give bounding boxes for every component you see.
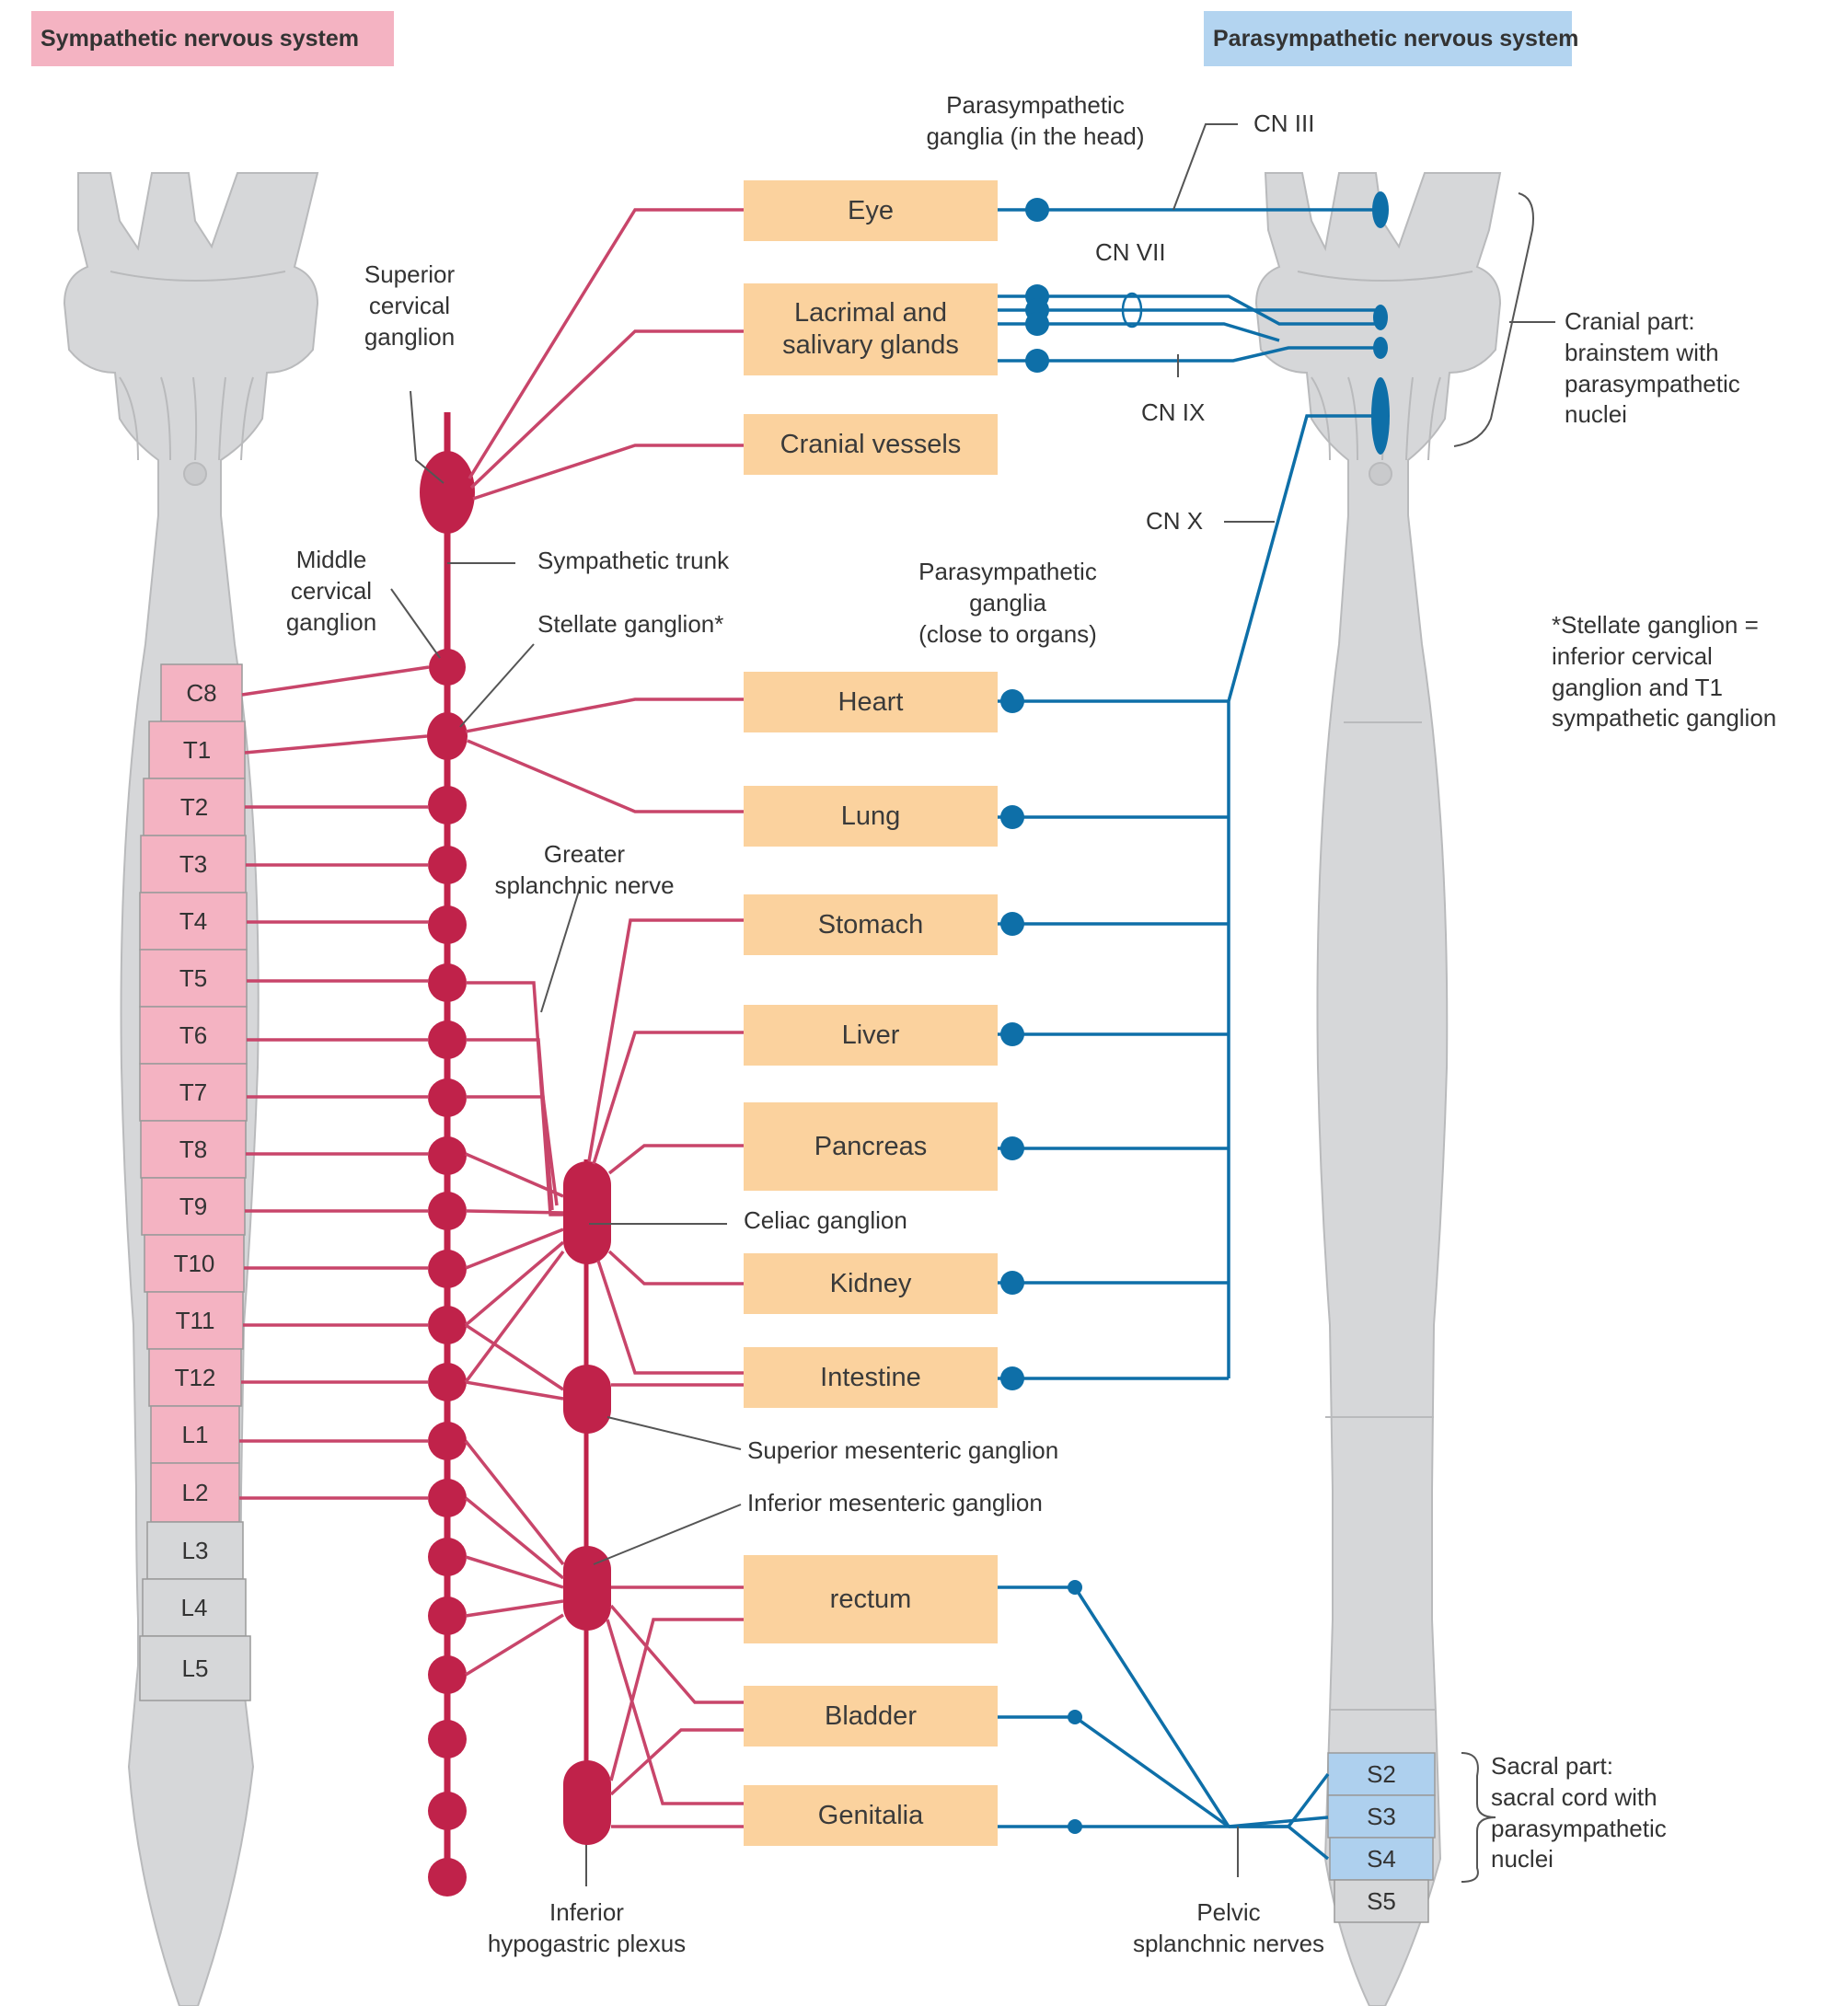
segment-label-t3: T3: [141, 836, 246, 893]
label-cn-ix: CN IX: [1141, 398, 1205, 429]
segment-label-t2: T2: [144, 778, 245, 836]
inferior-hypogastric-plexus: [563, 1760, 611, 1845]
organ-cranial-vessels: Cranial vessels: [744, 414, 998, 475]
segment-label-t5: T5: [140, 950, 247, 1007]
label-cranial-part-line-1: Cranial part:: [1565, 306, 1740, 338]
segment-label-s2: S2: [1328, 1753, 1435, 1795]
segment-label-s4: S4: [1330, 1838, 1433, 1880]
organ-genitalia: Genitalia: [744, 1785, 998, 1846]
label-para-ganglia-organs: Parasympathetic ganglia (close to organs…: [884, 557, 1132, 650]
label-pelvic-splanchnic-nerves: Pelvic splanchnic nerves: [1109, 1897, 1348, 1960]
label-sacral-part-line-4: nuclei: [1491, 1844, 1667, 1875]
sympathetic-nerves: [239, 210, 744, 1827]
label-para-ganglia-head: Parasympathetic ganglia (in the head): [897, 90, 1173, 153]
celiac-ganglion: [563, 1161, 611, 1264]
label-celiac-ganglion: Celiac ganglion: [744, 1205, 907, 1237]
label-cn-vii: CN VII: [1095, 237, 1166, 269]
segment-label-l4: L4: [143, 1579, 246, 1636]
label-pelvic-splanchnic-line-2: splanchnic nerves: [1109, 1929, 1348, 1960]
organ-rectum: rectum: [744, 1555, 998, 1643]
label-inferior-hypogastric-plexus: Inferior hypogastric plexus: [465, 1897, 709, 1960]
segment-label-t1: T1: [149, 721, 245, 778]
label-sacral-part-line-3: parasympathetic: [1491, 1814, 1667, 1845]
segment-label-t10: T10: [144, 1235, 244, 1292]
label-stellate-note-line-1: *Stellate ganglion =: [1552, 610, 1776, 641]
organ-stomach: Stomach: [744, 894, 998, 955]
segment-label-t12: T12: [149, 1349, 241, 1406]
label-greater-splanchnic-line-2: splanchnic nerve: [479, 870, 690, 902]
inferior-mesenteric-ganglion: [563, 1546, 611, 1631]
label-greater-splanchnic-line-1: Greater: [479, 839, 690, 870]
label-inferior-hypogastric-line-1: Inferior: [465, 1897, 709, 1929]
segment-label-t4: T4: [140, 893, 247, 950]
label-inferior-mesenteric-ganglion: Inferior mesenteric ganglion: [747, 1488, 1043, 1519]
organ-lung: Lung: [744, 786, 998, 847]
organ-lacrimal-line-1: Lacrimal and: [794, 297, 947, 329]
label-pelvic-splanchnic-line-1: Pelvic: [1109, 1897, 1348, 1929]
label-superior-cervical-line-3: ganglion: [341, 322, 479, 353]
organ-bladder: Bladder: [744, 1686, 998, 1747]
segment-label-s5: S5: [1334, 1880, 1428, 1922]
label-middle-cervical-line-2: cervical: [262, 576, 400, 607]
label-stellate-note-line-3: ganglion and T1: [1552, 673, 1776, 704]
sympathetic-header: Sympathetic nervous system: [31, 11, 394, 66]
label-middle-cervical-ganglion: Middle cervical ganglion: [262, 545, 400, 638]
segment-label-t9: T9: [142, 1178, 245, 1235]
segment-label-t6: T6: [140, 1007, 247, 1064]
label-superior-cervical-line-2: cervical: [341, 291, 479, 322]
label-cranial-part-line-4: nuclei: [1565, 399, 1740, 431]
segment-label-s3: S3: [1328, 1795, 1435, 1838]
label-superior-cervical-line-1: Superior: [341, 259, 479, 291]
organ-lacrimal-line-2: salivary glands: [782, 329, 959, 362]
organ-kidney: Kidney: [744, 1253, 998, 1314]
label-para-ganglia-head-line-1: Parasympathetic: [897, 90, 1173, 121]
parasympathetic-header: Parasympathetic nervous system: [1204, 11, 1572, 66]
organ-intestine: Intestine: [744, 1347, 998, 1408]
superior-mesenteric-ganglion: [563, 1365, 611, 1434]
label-para-ganglia-head-line-2: ganglia (in the head): [897, 121, 1173, 153]
segment-label-l2: L2: [151, 1463, 239, 1522]
organ-heart: Heart: [744, 672, 998, 732]
label-inferior-hypogastric-line-2: hypogastric plexus: [465, 1929, 709, 1960]
label-para-ganglia-organs-line-1: Parasympathetic: [884, 557, 1132, 588]
label-greater-splanchnic-nerve: Greater splanchnic nerve: [479, 839, 690, 902]
label-middle-cervical-line-1: Middle: [262, 545, 400, 576]
label-superior-mesenteric-ganglion: Superior mesenteric ganglion: [747, 1435, 1058, 1467]
organ-liver: Liver: [744, 1005, 998, 1066]
label-sacral-part-line-2: sacral cord with: [1491, 1782, 1667, 1814]
label-para-ganglia-organs-line-3: (close to organs): [884, 619, 1132, 651]
segment-label-l5: L5: [140, 1636, 250, 1700]
label-cranial-part-line-2: brainstem with: [1565, 338, 1740, 369]
segment-label-t8: T8: [141, 1121, 246, 1178]
segment-label-l3: L3: [147, 1522, 243, 1579]
segment-label-t11: T11: [147, 1292, 243, 1349]
organ-pancreas: Pancreas: [744, 1102, 998, 1191]
segment-label-t7: T7: [140, 1064, 247, 1121]
label-stellate-note: *Stellate ganglion = inferior cervical g…: [1552, 610, 1776, 734]
label-cn-x: CN X: [1146, 506, 1203, 537]
prevertebral-ganglia: [563, 1159, 611, 1845]
label-middle-cervical-line-3: ganglion: [262, 607, 400, 639]
label-stellate-note-line-4: sympathetic ganglion: [1552, 703, 1776, 734]
organ-eye: Eye: [744, 180, 998, 241]
label-sacral-part: Sacral part: sacral cord with parasympat…: [1491, 1751, 1667, 1875]
label-stellate-ganglion: Stellate ganglion*: [537, 609, 723, 640]
label-cranial-part: Cranial part: brainstem with parasympath…: [1565, 306, 1740, 431]
label-cranial-part-line-3: parasympathetic: [1565, 369, 1740, 400]
label-cn-iii: CN III: [1253, 109, 1314, 140]
label-sacral-part-line-1: Sacral part:: [1491, 1751, 1667, 1782]
segment-label-l1: L1: [151, 1406, 239, 1463]
segment-label-c8: C8: [161, 664, 242, 721]
label-sympathetic-trunk: Sympathetic trunk: [537, 546, 729, 577]
organ-lacrimal-salivary: Lacrimal and salivary glands: [744, 283, 998, 375]
label-superior-cervical-ganglion: Superior cervical ganglion: [341, 259, 479, 352]
label-stellate-note-line-2: inferior cervical: [1552, 641, 1776, 673]
label-para-ganglia-organs-line-2: ganglia: [884, 588, 1132, 619]
